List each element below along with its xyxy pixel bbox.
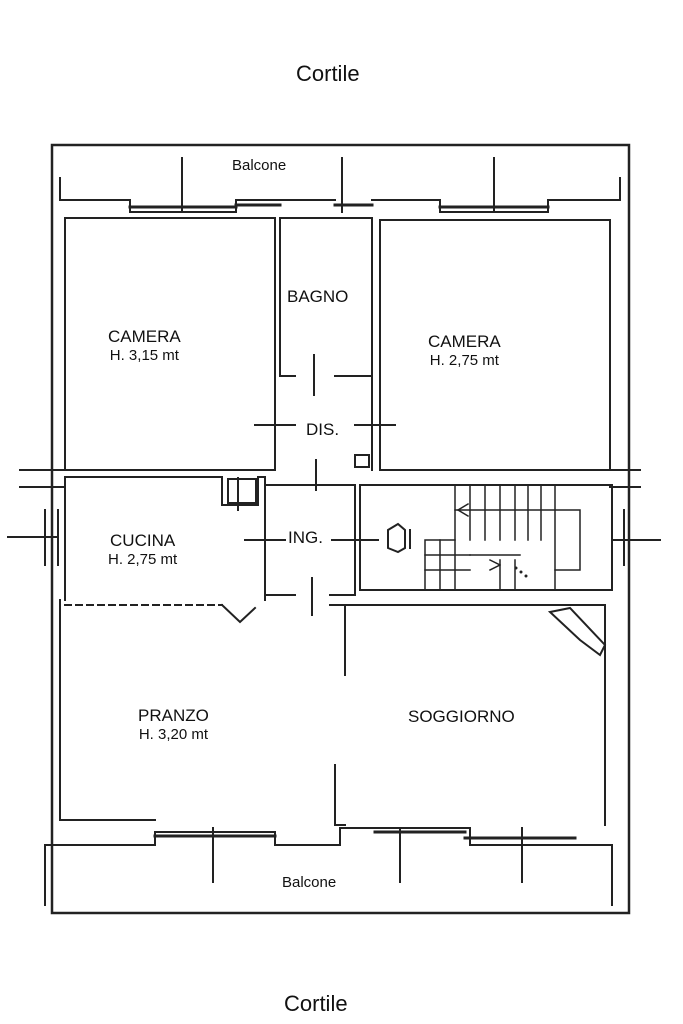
wall-pranzo: [59, 599, 156, 821]
room-camera-right-height: H. 2,75 mt: [429, 352, 499, 369]
bottom-windows: [153, 830, 577, 840]
room-camera-left: CAMERA H. 3,15 mt: [108, 328, 181, 363]
room-dis: DIS.: [304, 420, 342, 439]
courtyard-label-bottom: Cortile: [284, 991, 348, 1016]
room-camera-right: CAMERA H. 2,75 mt: [428, 333, 501, 368]
cucina-chimney: [227, 478, 257, 504]
balcony-label-top: Balcone: [232, 157, 287, 174]
staircase: [424, 484, 581, 591]
entrance-door-icon: [387, 522, 411, 554]
wall-soggiorno: [334, 604, 606, 826]
top-balcony-wall: [59, 177, 621, 213]
room-cucina-name: CUCINA: [110, 531, 176, 550]
room-ing: ING.: [286, 528, 325, 547]
courtyard-label-top: Cortile: [296, 61, 360, 86]
outer-wall: [50, 143, 631, 915]
room-bagno: BAGNO: [287, 287, 349, 306]
bottom-balcony-wall: [44, 827, 613, 906]
stair-enclosure: [359, 484, 613, 591]
wall-ing: [264, 484, 356, 596]
top-windows: [128, 203, 550, 209]
room-camera-left-height: H. 3,15 mt: [109, 347, 179, 364]
fireplace: [547, 606, 607, 657]
room-cucina-height: H. 2,75 mt: [108, 551, 178, 568]
room-cucina: CUCINA H. 2,75 mt: [108, 532, 177, 567]
room-pranzo-height: H. 3,20 mt: [138, 726, 209, 743]
wall-cucina: [64, 476, 266, 601]
room-camera-right-name: CAMERA: [428, 332, 501, 351]
room-pranzo: PRANZO H. 3,20 mt: [138, 707, 209, 742]
room-soggiorno: SOGGIORNO: [408, 707, 515, 726]
room-camera-left-name: CAMERA: [108, 327, 181, 346]
balcony-label-bottom: Balcone: [282, 874, 337, 891]
wall-bagno: [279, 217, 373, 377]
room-pranzo-name: PRANZO: [138, 706, 209, 725]
